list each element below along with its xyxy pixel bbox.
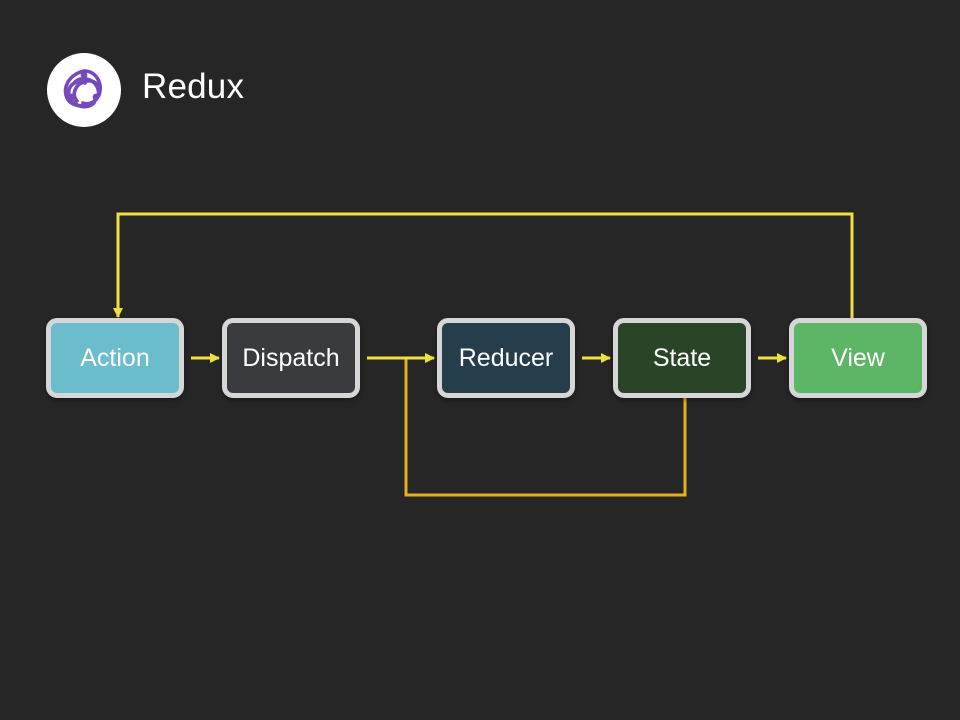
redux-logo-icon (47, 53, 121, 127)
node-action: Action (46, 318, 184, 398)
node-view-label: View (831, 343, 885, 372)
node-view: View (789, 318, 927, 398)
node-dispatch: Dispatch (222, 318, 360, 398)
node-reducer-label: Reducer (458, 343, 554, 372)
node-state: State (613, 318, 751, 398)
node-action-label: Action (80, 343, 150, 372)
page-title: Redux (142, 67, 245, 106)
node-dispatch-label: Dispatch (242, 343, 340, 372)
edge-view-to-action (113, 212, 854, 318)
node-reducer: Reducer (437, 318, 575, 398)
node-state-label: State (652, 343, 712, 372)
